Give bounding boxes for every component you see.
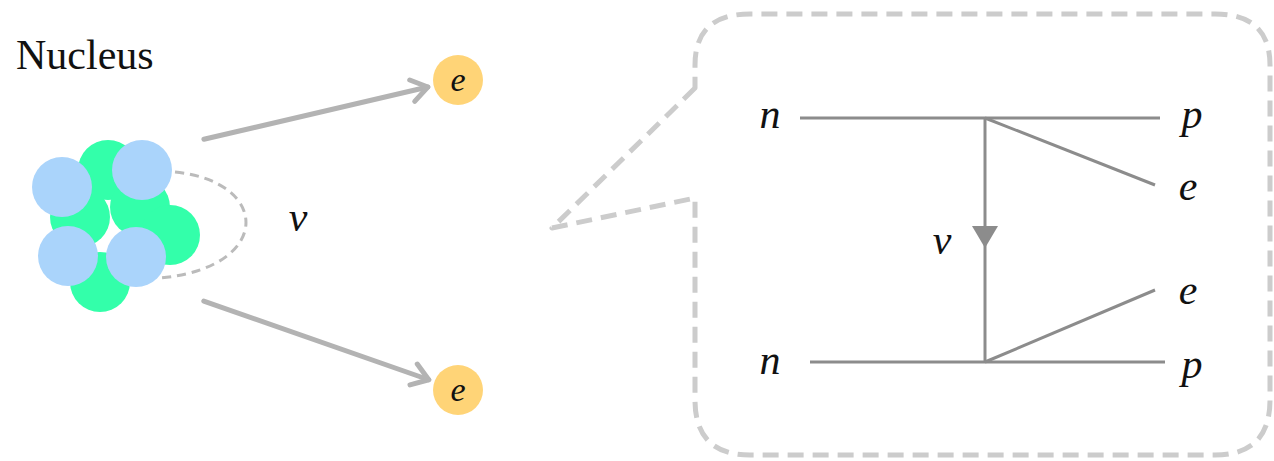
electron-line (985, 118, 1155, 185)
nucleus: Nucleus (10, 30, 205, 320)
particle-symbol: e (450, 373, 465, 407)
proton-ball (112, 140, 172, 200)
nucleus-cluster (32, 140, 200, 312)
particle-label: e (1179, 165, 1198, 207)
feynman-diagram (800, 118, 1165, 362)
proton-ball (38, 226, 98, 286)
heading: Nucleus (16, 34, 199, 76)
propagator-arrow (972, 226, 998, 248)
neutrino-loop (160, 172, 246, 278)
particle-label: n (760, 339, 781, 381)
electron-ball: e (433, 365, 483, 415)
callout-bubble (552, 14, 1270, 455)
particle-label: ν (933, 219, 952, 261)
electron-ball: e (433, 55, 483, 105)
particle-label: p (1182, 343, 1203, 385)
particle-label: e (1179, 269, 1198, 311)
particle-symbol: e (450, 63, 465, 97)
electron-line (985, 290, 1155, 362)
nucleon-line (800, 117, 1160, 120)
emission-arrow (204, 87, 428, 139)
particle-label: n (760, 93, 781, 135)
proton-ball (106, 227, 166, 287)
particle-label: p (1182, 93, 1203, 135)
emission-arrow (204, 301, 429, 380)
proton-ball (32, 157, 92, 217)
neutrino-label: ν (289, 196, 308, 238)
